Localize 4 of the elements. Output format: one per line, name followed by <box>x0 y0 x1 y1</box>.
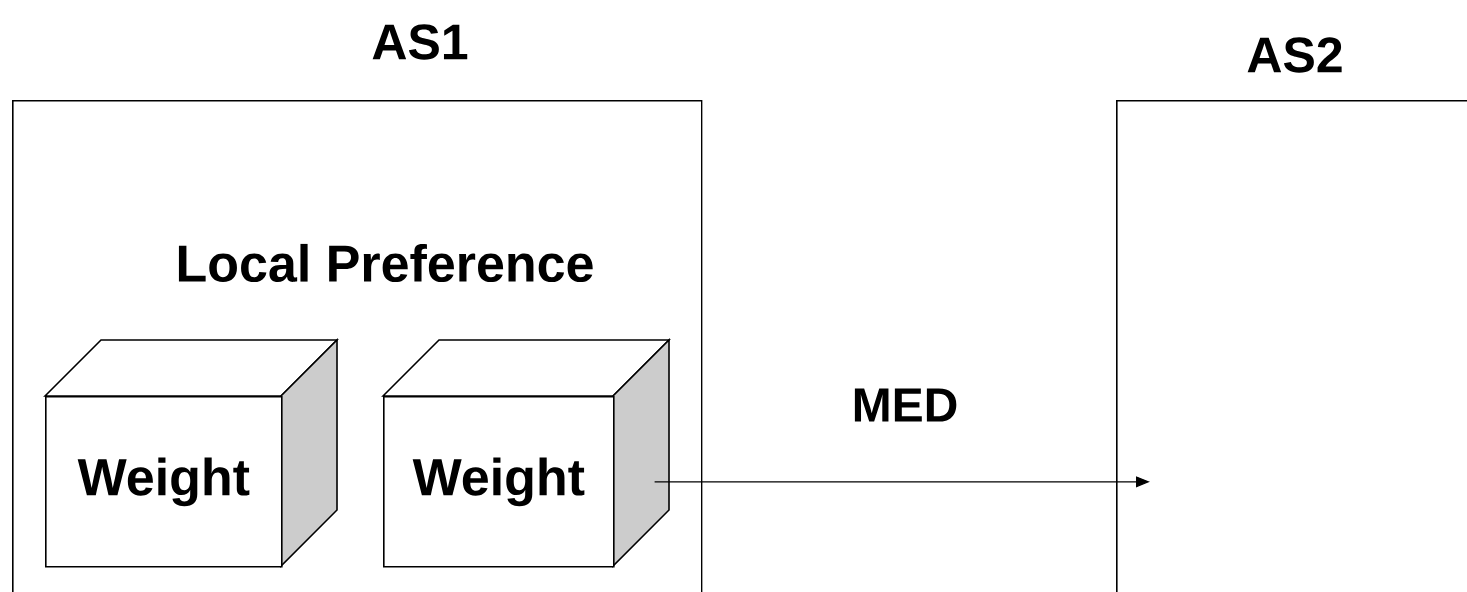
system-title: AS1 <box>372 24 468 60</box>
system-title: AS2 <box>1247 37 1342 73</box>
group-title: Local Preference <box>178 243 593 283</box>
edge-label: MED <box>854 388 957 422</box>
